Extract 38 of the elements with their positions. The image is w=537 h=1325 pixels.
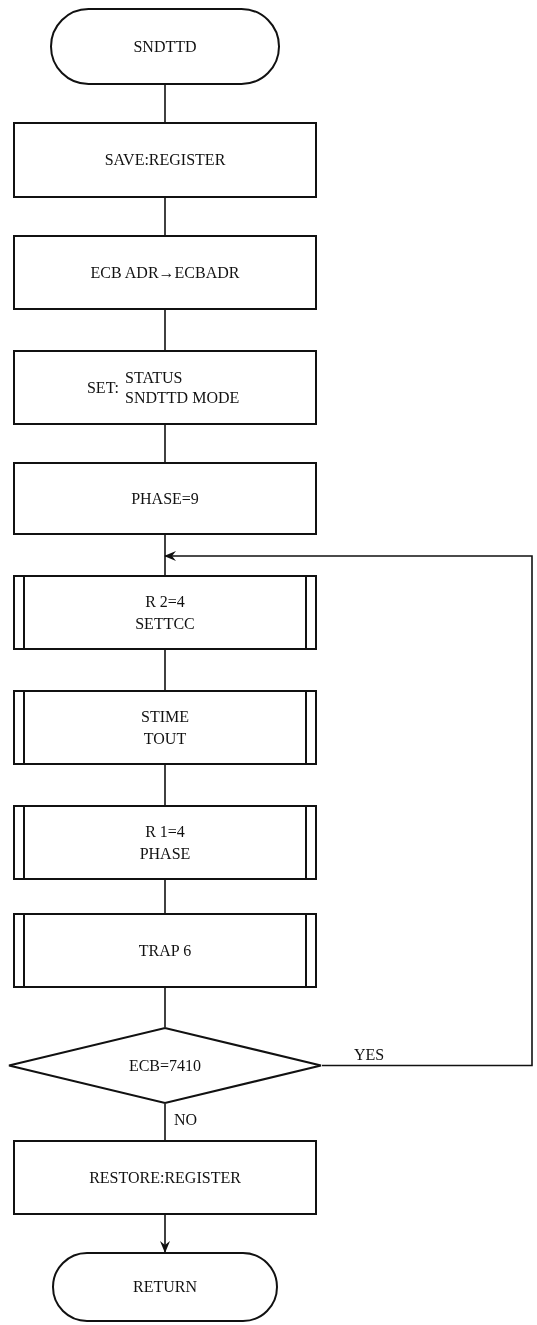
subroutine-box [13, 913, 317, 988]
node-text: SAVE:REGISTER [104, 150, 226, 170]
connector-line [164, 1103, 166, 1141]
connector-line [164, 84, 166, 123]
node-text: TOUT [143, 728, 187, 748]
connector-line [164, 309, 166, 351]
connector-line [164, 424, 166, 463]
connector-line [164, 879, 166, 914]
process-box [13, 350, 317, 425]
arrow [160, 1214, 170, 1253]
connector-line [164, 197, 166, 236]
subroutine-box [13, 690, 317, 765]
node-text: RESTORE:REGISTER [89, 1167, 241, 1188]
decision-diamond [8, 1027, 322, 1104]
subroutine-box [13, 575, 317, 650]
node-text: TRAP 6 [138, 940, 192, 961]
process-box [13, 122, 317, 198]
node-text: ECB=7410 [128, 1055, 202, 1076]
process-box [13, 235, 317, 310]
node-text: STATUS SNDTTD MODE [125, 368, 241, 407]
arrow [164, 551, 533, 1067]
node-text: STIME [141, 707, 189, 727]
node-text: SNDTTD [133, 36, 197, 57]
process-box [13, 462, 317, 535]
node-text: R 2=4 [145, 592, 185, 612]
process-box [13, 1140, 317, 1215]
node-text: SETTCC [135, 613, 195, 633]
node-text: PHASE [139, 843, 191, 863]
node-text: PHASE=9 [131, 488, 199, 509]
connector-line [164, 764, 166, 806]
connector-line [164, 534, 166, 576]
connector-line [164, 649, 166, 691]
node-text: SET: [86, 377, 120, 398]
node-text: R 1=4 [145, 822, 185, 842]
node-text: RETURN [133, 1277, 197, 1297]
subroutine-box [13, 805, 317, 880]
connector-line [164, 987, 166, 1028]
node-text: ECB ADR→ECBADR [90, 262, 240, 283]
